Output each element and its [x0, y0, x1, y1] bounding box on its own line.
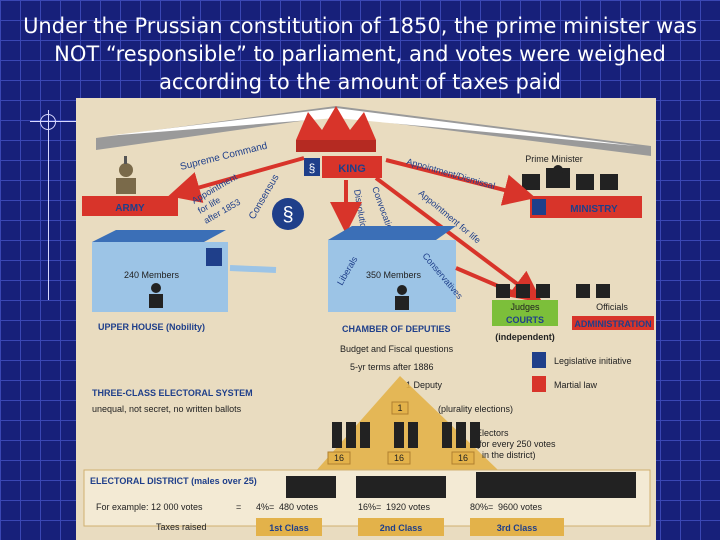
administration-label: ADMINISTRATION — [574, 319, 651, 329]
independent-label: (independent) — [495, 332, 555, 342]
judges-label: Judges — [510, 302, 540, 312]
martial-law-legend-badge — [532, 376, 546, 392]
pct-1: 4%= — [256, 502, 274, 512]
section-symbol: § — [309, 161, 316, 175]
upper-house-badge — [206, 248, 222, 266]
administration-box — [572, 316, 654, 330]
martial-law-badge — [532, 199, 546, 215]
martial-law-label: Martial law — [554, 380, 598, 390]
prussian-constitution-diagram: KING § ARMY Prime Minister MINISTRY Supr… — [76, 98, 656, 540]
section-circle-icon — [272, 198, 304, 230]
three-class-title: THREE-CLASS ELECTORAL SYSTEM — [92, 388, 253, 398]
electors-label-1: Electors — [476, 428, 509, 438]
three-class-sub: unequal, not secret, no written ballots — [92, 404, 242, 414]
class-1-box — [256, 518, 322, 536]
chamber-roof — [328, 226, 456, 240]
prime-minister-label: Prime Minister — [525, 154, 583, 164]
class-3-box — [470, 518, 564, 536]
chamber-label: CHAMBER OF DEPUTIES — [342, 324, 451, 334]
decorative-circle — [40, 114, 56, 130]
district-label: ELECTORAL DISTRICT (males over 25) — [90, 476, 257, 486]
king-label: KING — [338, 163, 366, 175]
elector-count-box — [387, 451, 411, 465]
upper-house-members: 240 Members — [124, 270, 180, 280]
plurality-label: (plurality elections) — [438, 404, 513, 414]
roof-top — [106, 108, 636, 146]
section-circle-symbol: § — [282, 204, 293, 226]
courts-label: COURTS — [506, 315, 544, 325]
army-box — [82, 196, 178, 216]
budget-label: Budget and Fiscal questions — [340, 344, 454, 354]
upper-house-label: UPPER HOUSE (Nobility) — [98, 322, 205, 332]
chamber-to-upper-arrow — [229, 265, 277, 273]
example-label: For example: 12 000 votes — [96, 502, 203, 512]
judges-icon — [496, 284, 550, 298]
paragraph-badge-king — [304, 158, 320, 176]
decorative-line — [48, 110, 49, 300]
appointment-life-arrow — [374, 176, 543, 303]
chamber-members: 350 Members — [366, 270, 422, 280]
officials-label: Officials — [596, 302, 628, 312]
terms-label: 5-yr terms after 1886 — [350, 362, 434, 372]
chamber-to-ministry-arrow — [455, 266, 527, 300]
voters-crowd — [286, 472, 636, 498]
taxes-raised-label: Taxes raised — [156, 522, 207, 532]
soldier-icon — [116, 156, 136, 194]
appointment-dismissal-arrow — [385, 158, 536, 206]
class-3-label: 3rd Class — [497, 523, 538, 533]
class-2-box — [358, 518, 444, 536]
slide-title: Under the Prussian constitution of 1850,… — [23, 14, 697, 94]
elector-count-box — [451, 451, 475, 465]
legislative-initiative-label: Legislative initiative — [554, 356, 632, 366]
deputy-mark — [391, 401, 409, 415]
one-deputy-label: 1 Deputy — [406, 380, 443, 390]
king-box — [322, 156, 382, 178]
officials-icon — [576, 284, 610, 298]
elector-count: 16 — [458, 453, 468, 463]
class-1-label: 1st Class — [269, 523, 309, 533]
legislative-initiative-badge — [532, 352, 546, 368]
elector-count: 16 — [394, 453, 404, 463]
chamber-box — [328, 240, 456, 312]
supreme-command-arrow — [168, 156, 305, 203]
equals-label: = — [236, 502, 241, 512]
judges-box — [492, 300, 558, 312]
pct-3: 80%= — [470, 502, 493, 512]
electors-label-3: in the district) — [482, 450, 536, 460]
army-label: ARMY — [115, 203, 145, 214]
courts-box — [492, 312, 558, 326]
crown-icon — [296, 106, 376, 152]
votes-3: 9600 votes — [498, 502, 543, 512]
votes-2: 1920 votes — [386, 502, 431, 512]
elector-count-box — [327, 451, 351, 465]
class-2-label: 2nd Class — [380, 523, 423, 533]
ministry-box — [530, 196, 642, 218]
diagram-svg: KING § ARMY Prime Minister MINISTRY Supr… — [82, 106, 654, 536]
votes-1: 480 votes — [279, 502, 319, 512]
upper-house-roof — [92, 230, 226, 242]
ministry-label: MINISTRY — [570, 204, 618, 215]
appointment-dismissal-label: Appointment/Dismissal — [405, 156, 496, 191]
electors-row — [332, 422, 480, 448]
elector-count: 16 — [334, 453, 344, 463]
person-icon — [149, 283, 163, 308]
supreme-command-label: Supreme Command — [179, 141, 268, 173]
ministers-icon — [522, 165, 618, 190]
deputy-mark-label: 1 — [397, 403, 402, 413]
person-icon — [395, 285, 409, 310]
electors-label-2: (for every 250 votes — [476, 439, 556, 449]
pct-2: 16%= — [358, 502, 381, 512]
